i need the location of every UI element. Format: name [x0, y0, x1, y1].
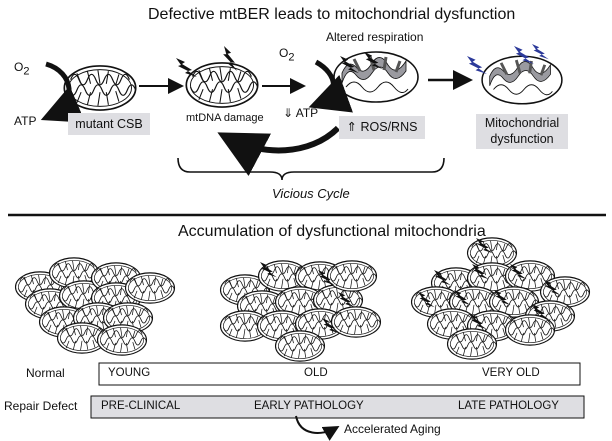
mutant-csb-label: mutant CSB	[68, 113, 150, 135]
stage-late-pathology: LATE PATHOLOGY	[458, 400, 559, 412]
bottom-title: Accumulation of dysfunctional mitochondr…	[178, 223, 486, 240]
mtdna-damage-label: mtDNA damage	[186, 112, 264, 124]
ros-rns-label: ⇑ ROS/RNS	[339, 116, 425, 139]
mito-cluster-normal	[16, 258, 175, 355]
normal-stage-box	[98, 362, 581, 386]
mito-cluster-very-old	[412, 238, 590, 359]
stage-pre-clinical: PRE-CLINICAL	[101, 400, 181, 412]
repair-defect-row-label: Repair Defect	[4, 399, 78, 413]
normal-row-label: Normal	[26, 366, 65, 380]
vicious-cycle-bracket	[177, 157, 445, 181]
mito-cluster-old	[221, 261, 381, 361]
altered-respiration-label: Altered respiration	[326, 30, 424, 44]
defect-stage-box	[90, 395, 585, 419]
feedback-curved-arrow	[217, 125, 341, 177]
o2-atp-curved-arrow-2	[308, 59, 354, 113]
top-title: Defective mtBER leads to mitochondrial d…	[148, 6, 516, 23]
o2-label: O2	[14, 60, 30, 78]
stage-very-old: VERY OLD	[482, 367, 540, 379]
mito-dysfunctional	[480, 54, 564, 106]
vicious-cycle-label: Vicious Cycle	[272, 186, 350, 201]
o2-label-2: O2	[279, 46, 295, 64]
atp-label: ATP	[14, 114, 37, 128]
stage-early-pathology: EARLY PATHOLOGY	[254, 400, 364, 412]
mito-dysfunction-label: Mitochondrial dysfunction	[476, 114, 568, 149]
mito-mutant-csb	[64, 66, 135, 110]
mito-mtdna-damage	[186, 63, 257, 107]
stage-old: OLD	[304, 367, 328, 379]
o2-atp-curved-arrow	[40, 61, 86, 123]
accelerated-aging-arrow	[295, 415, 340, 441]
accelerated-aging-label: Accelerated Aging	[344, 422, 441, 436]
atp-down-label: ⇓ ATP	[283, 106, 319, 120]
stage-young: YOUNG	[108, 367, 151, 379]
